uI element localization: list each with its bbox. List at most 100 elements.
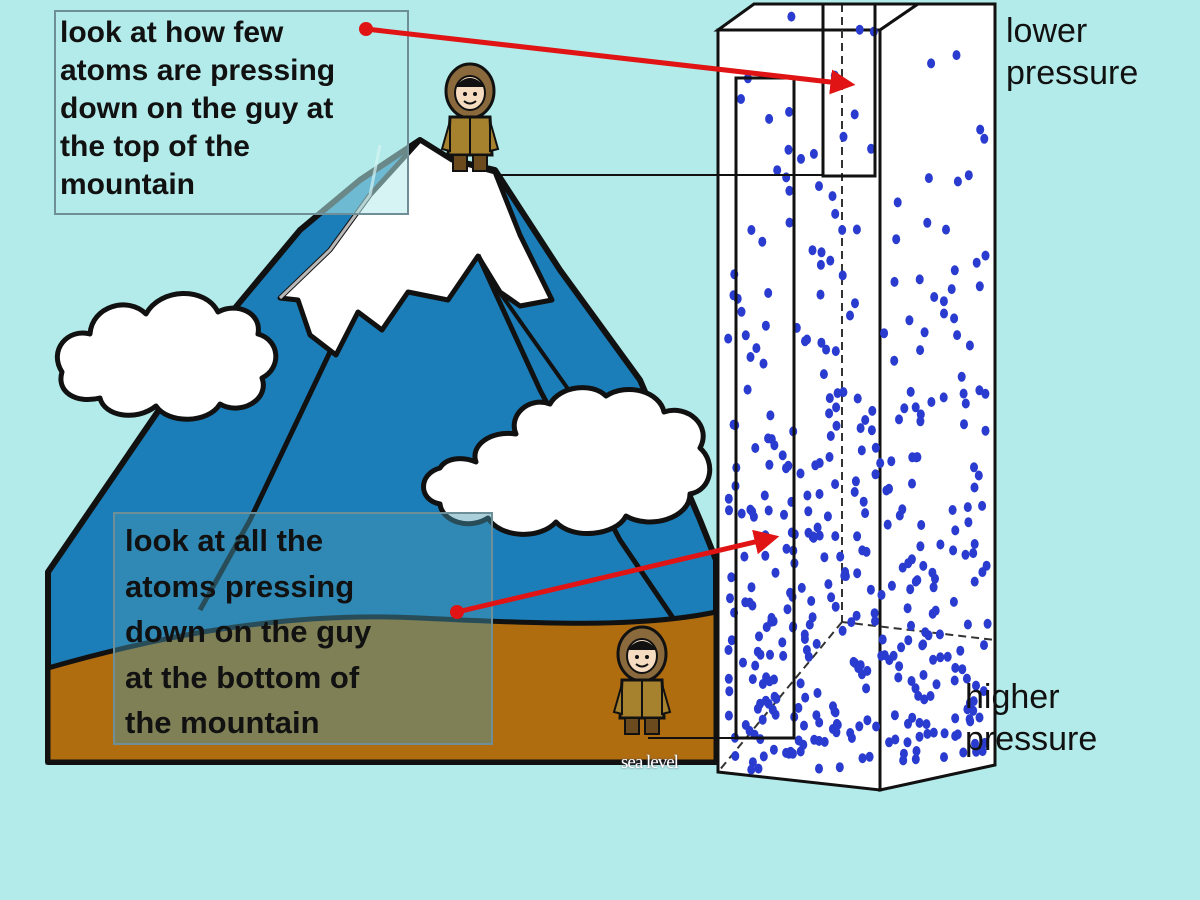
atom-dot: [981, 425, 990, 436]
atom-dot: [965, 340, 974, 351]
atom-dot: [868, 405, 877, 416]
atom-dot: [961, 398, 970, 409]
atom-dot: [766, 649, 774, 660]
atom-dot: [778, 637, 787, 648]
atom-dot: [838, 625, 847, 636]
column-front-face: [716, 28, 882, 792]
atom-dot: [737, 94, 745, 104]
atom-dot: [975, 385, 984, 396]
atom-dot: [928, 608, 937, 619]
atom-dot: [758, 679, 767, 689]
atom-dot: [940, 752, 948, 763]
air-column: [713, 2, 997, 792]
callout-top: look at how few atoms are pressing down …: [54, 10, 409, 215]
atom-dot: [914, 690, 923, 701]
atom-dot: [739, 657, 747, 668]
callout-top-line: mountain: [60, 168, 195, 201]
atom-dot: [895, 414, 903, 425]
atom-dot: [852, 224, 861, 235]
atom-dot: [828, 191, 837, 202]
atom-dot: [852, 610, 861, 621]
atom-dot: [724, 333, 733, 344]
atom-dot: [800, 720, 808, 731]
atom-dot: [815, 530, 824, 541]
atom-dot: [803, 334, 811, 345]
atom-dot: [846, 310, 854, 321]
atom-dot: [915, 274, 924, 285]
atom-dot: [935, 629, 944, 640]
atom-dot: [899, 755, 908, 766]
ridge-line-left: [197, 350, 333, 612]
atom-dot: [970, 462, 978, 473]
atom-dot: [768, 704, 777, 715]
atom-dot: [903, 603, 912, 614]
atom-dot: [900, 403, 909, 414]
person-top-icon: [440, 62, 500, 172]
atom-dot: [961, 549, 970, 560]
atom-dot: [969, 548, 978, 559]
atom-dot: [970, 539, 979, 549]
atom-dot: [804, 651, 813, 662]
atom-dot: [749, 511, 758, 522]
atom-dot: [862, 683, 871, 694]
atom-dot: [813, 688, 822, 698]
atom-dot: [782, 543, 791, 554]
lower-pressure-line: lower: [1006, 12, 1088, 50]
higher-pressure-line: pressure: [965, 720, 1098, 758]
atom-dot: [956, 645, 965, 656]
atom-dot: [970, 482, 979, 493]
atom-dot: [927, 58, 936, 69]
atom-dot: [819, 369, 828, 380]
atom-dot: [765, 676, 774, 687]
atom-dot: [919, 560, 928, 571]
atom-dot: [859, 496, 868, 507]
atom-dot: [963, 502, 972, 513]
atom-dot: [815, 181, 823, 192]
atom-dot: [725, 686, 734, 697]
atom-dot: [969, 705, 978, 716]
atom-dot: [975, 712, 984, 723]
atom-dot: [764, 288, 773, 298]
atom-dot: [970, 576, 979, 587]
atom-dot: [785, 185, 794, 196]
atom-dot: [908, 712, 917, 723]
atom-dot: [916, 541, 925, 552]
atom-dot: [827, 592, 836, 603]
atom-dot: [932, 679, 941, 690]
sea-level-label: sea level: [621, 752, 679, 773]
atom-dot: [915, 731, 924, 742]
atom-dot: [825, 393, 834, 404]
atom-dot: [853, 568, 862, 579]
atom-dot: [861, 508, 870, 519]
atom-dot: [882, 485, 891, 496]
atom-dot: [746, 352, 755, 362]
atom-dot: [867, 425, 876, 436]
atom-dot: [911, 576, 920, 587]
atom-dot: [812, 710, 821, 721]
atom-dot: [760, 490, 769, 501]
atom-dot: [883, 519, 892, 530]
atom-dot: [983, 618, 992, 629]
atom-dot: [758, 236, 767, 247]
atom-dot: [794, 735, 803, 746]
atom-dot: [929, 654, 938, 665]
atom-dot: [796, 746, 805, 757]
atom-dot: [731, 751, 740, 761]
atom-dot: [939, 392, 948, 403]
atom-dot: [755, 631, 763, 642]
atom-dot: [870, 608, 879, 619]
atom-dot: [813, 522, 822, 533]
atom-dot: [835, 762, 844, 773]
atom-dot: [863, 715, 872, 726]
atom-dot: [727, 635, 736, 646]
atom-dot: [794, 702, 803, 713]
atom-dot: [943, 651, 952, 662]
atom-dot: [847, 617, 856, 628]
atom-dot: [898, 504, 907, 515]
atom-dot: [761, 530, 770, 541]
atom-dot: [737, 508, 746, 519]
callout-top-line: look at how few: [60, 16, 284, 49]
atom-dot: [858, 545, 867, 556]
atom-dot: [811, 460, 820, 471]
atom-dot: [890, 355, 899, 366]
